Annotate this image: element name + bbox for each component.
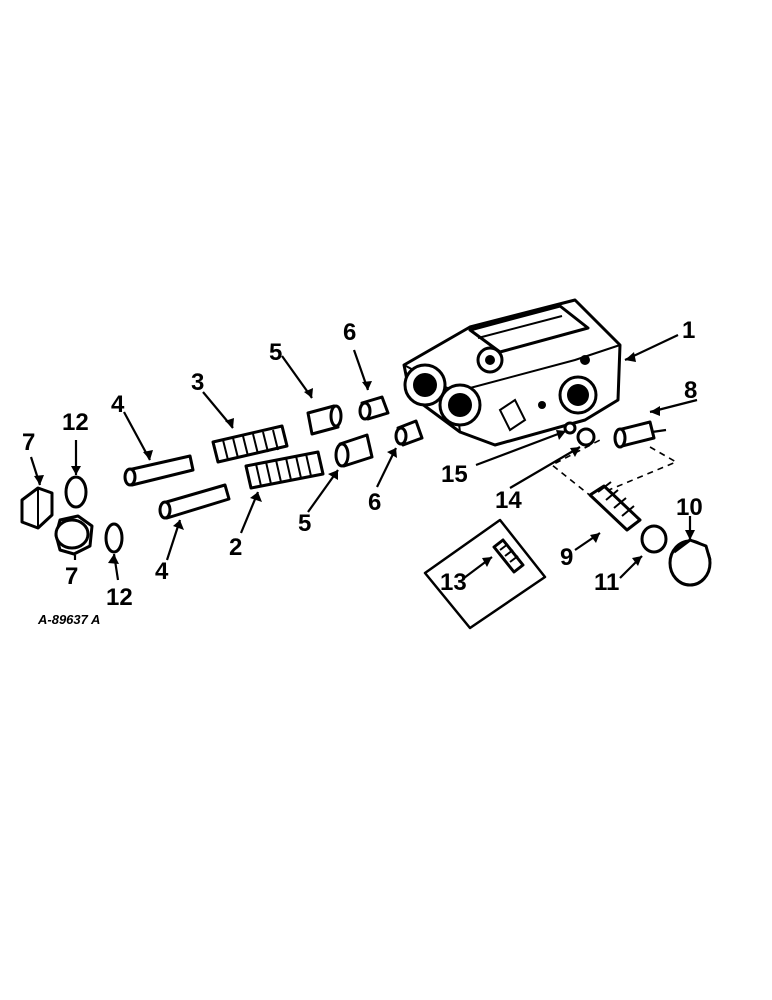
part-4-plunger-upper[interactable] xyxy=(123,454,195,487)
part-14-poppet[interactable] xyxy=(576,427,596,447)
part-10-cap[interactable] xyxy=(668,538,712,587)
part-2-spring[interactable] xyxy=(244,450,325,490)
part-7-plug-upper[interactable] xyxy=(20,486,54,530)
callout-13: 13 xyxy=(440,569,467,596)
callout-7-lower: 7 xyxy=(65,563,78,590)
part-7-plug-lower[interactable] xyxy=(54,514,94,556)
callout-10: 10 xyxy=(676,494,703,521)
part-11-o-ring[interactable] xyxy=(640,524,668,554)
part-5-sleeve-lower[interactable] xyxy=(334,433,374,468)
callout-6-upper: 6 xyxy=(343,319,356,346)
callout-7-upper: 7 xyxy=(22,429,35,456)
callout-14: 14 xyxy=(495,487,522,514)
callout-9: 9 xyxy=(560,544,573,571)
callout-4-upper: 4 xyxy=(111,391,125,418)
callout-11: 11 xyxy=(594,569,619,596)
callout-12-upper: 12 xyxy=(62,409,89,436)
part-4-plunger-lower[interactable] xyxy=(158,483,231,520)
part-15-ball[interactable] xyxy=(563,421,577,435)
part-6-seat-lower[interactable] xyxy=(394,419,424,447)
callout-4-lower: 4 xyxy=(155,558,169,585)
callout-6-lower: 6 xyxy=(368,489,381,516)
callout-15: 15 xyxy=(441,461,468,488)
part-13-inset[interactable] xyxy=(423,518,547,630)
callout-3: 3 xyxy=(191,369,204,396)
part-6-seat-upper[interactable] xyxy=(358,395,390,421)
callout-5-upper: 5 xyxy=(269,339,282,366)
part-1-valve-body[interactable] xyxy=(402,298,622,447)
callout-labels: 1 2 3 4 4 5 5 6 6 7 7 8 9 10 11 12 12 13… xyxy=(22,317,703,611)
drawing-code: A-89637 A xyxy=(37,612,100,627)
callout-8: 8 xyxy=(684,377,697,404)
callout-12-lower: 12 xyxy=(106,584,133,611)
callout-1: 1 xyxy=(682,317,695,344)
callout-2: 2 xyxy=(229,534,242,561)
part-12-o-ring-lower[interactable] xyxy=(104,522,124,554)
part-12-o-ring-upper[interactable] xyxy=(64,475,88,509)
arrow-heads xyxy=(34,352,695,567)
part-9-spring[interactable] xyxy=(588,481,642,532)
part-3-spring[interactable] xyxy=(211,424,289,464)
callout-5-lower: 5 xyxy=(298,510,311,537)
part-5-sleeve-upper[interactable] xyxy=(306,404,343,436)
part-8-pilot-pin[interactable] xyxy=(613,420,667,449)
